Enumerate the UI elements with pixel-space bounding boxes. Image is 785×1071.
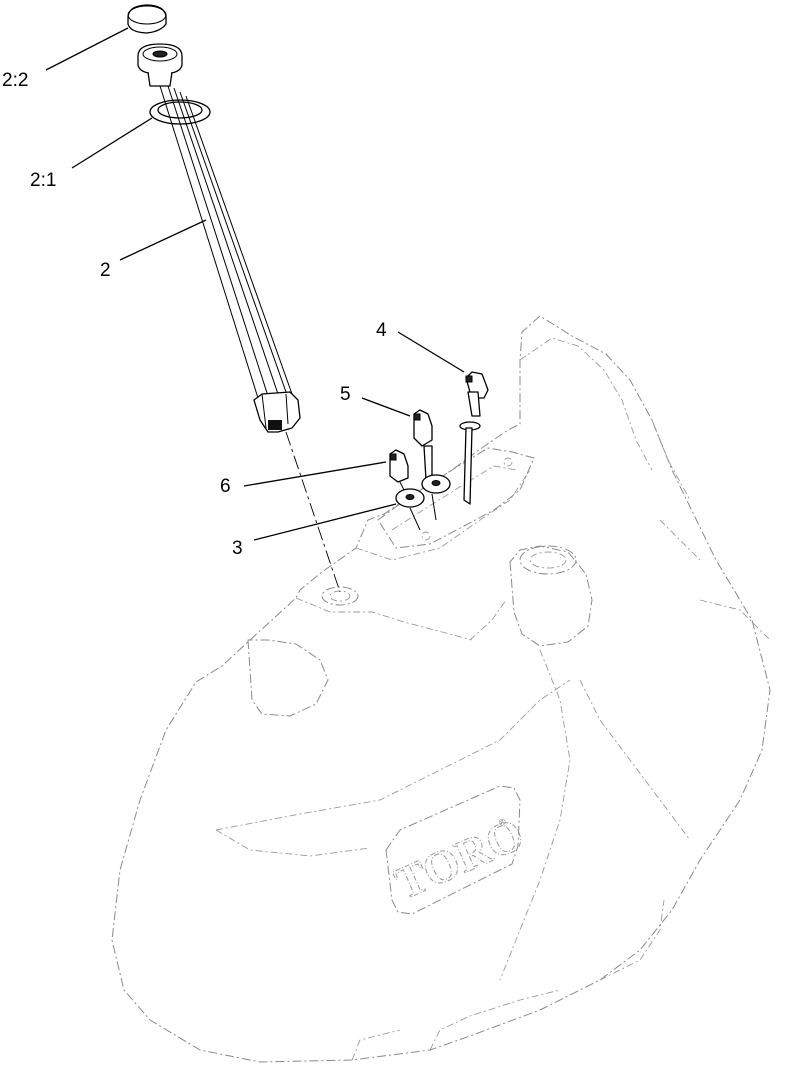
callout-4: 4 [376,320,387,341]
callout-2-1: 2:1 [30,170,56,191]
gasket-part-2-1 [149,99,211,125]
callout-2: 2 [100,260,111,281]
callout-3: 3 [232,538,243,559]
callout-2-2: 2:2 [2,70,28,91]
callout-6: 6 [220,476,231,497]
leader-lines [45,27,465,541]
logo-text: TORO [387,808,531,909]
fuel-sender-part-2 [137,43,301,433]
grommet-part-3 [395,488,425,531]
cap-part-2-2 [127,4,167,34]
fuel-tank-phantom [111,315,771,1063]
assembly-axis-line [285,431,341,593]
elbow-fitting-part-5 [413,409,451,521]
callout-5: 5 [340,384,351,405]
elbow-fitting-part-6 [389,449,409,491]
logo-registered-mark: ® [497,816,507,828]
toro-logo: TORO ® [387,807,532,909]
elbow-fitting-part-4 [459,371,489,505]
